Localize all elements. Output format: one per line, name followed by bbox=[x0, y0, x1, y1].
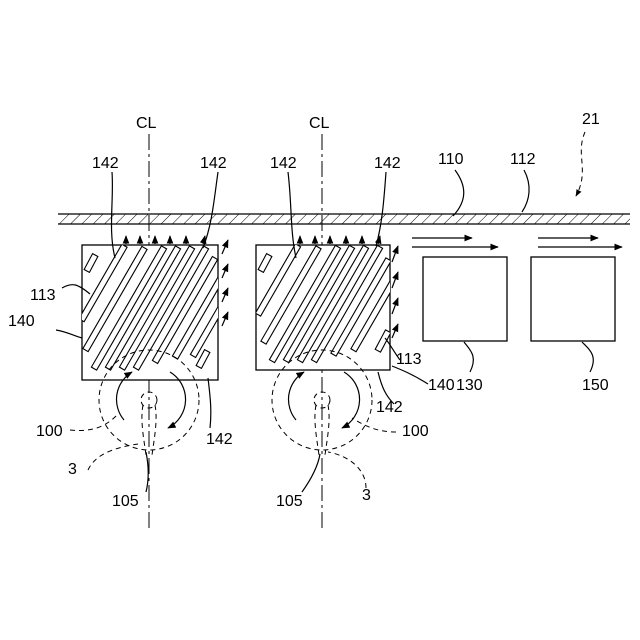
rotor-label-1: 100 bbox=[36, 423, 63, 440]
figure-ref-leader bbox=[576, 132, 585, 196]
unit-150-label: 150 bbox=[582, 377, 609, 394]
pivot-label-1: 105 bbox=[112, 493, 139, 510]
belt-label: 110 bbox=[438, 151, 464, 168]
belt bbox=[58, 214, 630, 224]
conveying-arrows bbox=[412, 238, 622, 247]
unit-130-box bbox=[423, 257, 507, 341]
fin-label-1: 142 bbox=[92, 155, 119, 172]
fin-label-6: 142 bbox=[206, 431, 233, 448]
axis-label-2: 3 bbox=[362, 487, 371, 504]
centerline-label-1: CL bbox=[136, 115, 157, 132]
edge-label-1: 113 bbox=[30, 287, 56, 304]
edge-label-2: 113 bbox=[396, 351, 422, 368]
plate-1 bbox=[79, 236, 228, 380]
centerline-label-2: CL bbox=[309, 115, 330, 132]
fin-label-5: 142 bbox=[376, 399, 403, 416]
plate-label-1: 140 bbox=[8, 313, 35, 330]
axis-label-1: 3 bbox=[68, 461, 77, 478]
belt-surface-label: 112 bbox=[510, 151, 536, 168]
fin-label-2: 142 bbox=[200, 155, 227, 172]
unit-150-box bbox=[531, 257, 615, 341]
plate-label-2: 140 bbox=[428, 377, 455, 394]
plate-2 bbox=[255, 236, 399, 370]
pivot-label-2: 105 bbox=[276, 493, 303, 510]
rotor-label-2: 100 bbox=[402, 423, 429, 440]
figure-ref-label: 21 bbox=[582, 111, 600, 128]
fin-label-3: 142 bbox=[270, 155, 297, 172]
unit-130-label: 130 bbox=[456, 377, 483, 394]
fin-label-4: 142 bbox=[374, 155, 401, 172]
